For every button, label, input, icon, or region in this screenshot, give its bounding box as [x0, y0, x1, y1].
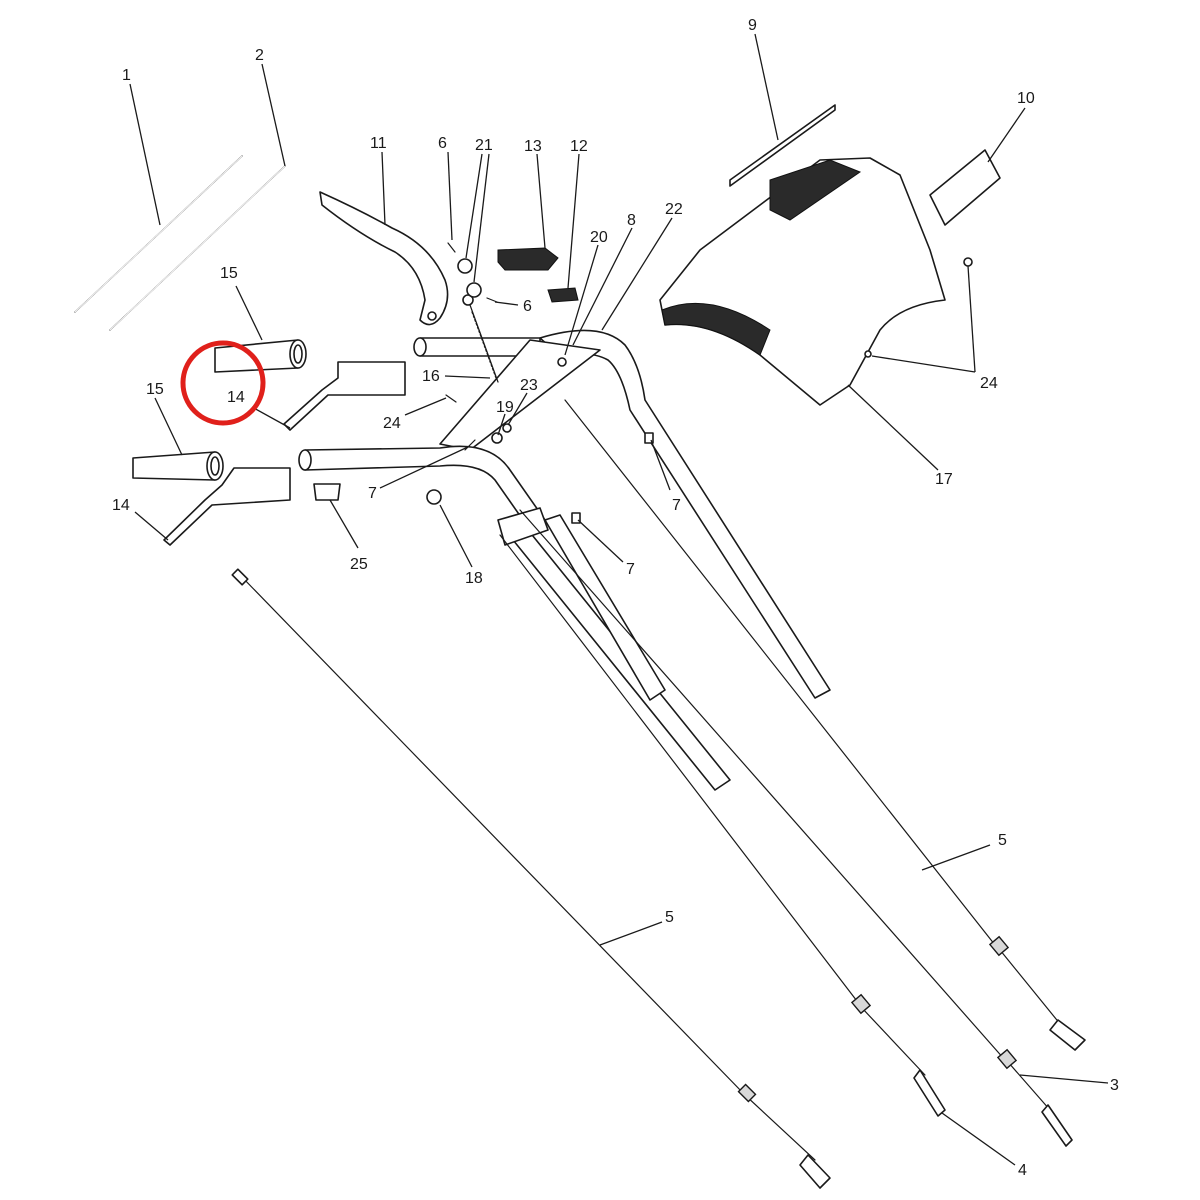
washer-part-19 [491, 432, 503, 444]
decal-part-9 [729, 104, 836, 187]
washer-part-21 [457, 258, 482, 298]
cable-part-4 [499, 534, 946, 1117]
callout-23: 23 [520, 377, 538, 394]
callout-11: 11 [370, 135, 387, 152]
screw-part-23 [502, 423, 512, 433]
decal-part-10 [929, 149, 1001, 226]
lever-part-11 [319, 191, 449, 326]
callout-19: 19 [496, 399, 514, 416]
callout-labels: 1 2 3 4 5 5 6 6 7 7 7 8 9 10 11 12 13 14… [112, 17, 1119, 1179]
bolt-part-25 [313, 483, 341, 501]
nut-part-20 [557, 357, 567, 367]
screw-part-24-left [445, 394, 457, 403]
callout-6-side: 6 [523, 298, 532, 315]
callout-12: 12 [570, 138, 588, 155]
bolt-part-18 [426, 489, 442, 505]
callout-17: 17 [935, 471, 953, 488]
callout-5-left: 5 [665, 909, 674, 926]
cable-part-3 [519, 509, 1073, 1147]
callout-8: 8 [627, 212, 636, 229]
callout-24-right: 24 [980, 375, 998, 392]
spring-part-16 [462, 294, 499, 383]
callout-2: 2 [255, 47, 264, 64]
callout-1: 1 [122, 67, 131, 84]
callout-6-top: 6 [438, 135, 447, 152]
callout-7-lower: 7 [626, 561, 635, 578]
callout-7-left: 7 [368, 485, 377, 502]
clip-part-7 [464, 432, 654, 524]
callout-16: 16 [422, 368, 440, 385]
callout-14-upper: 14 [227, 389, 245, 406]
rod-part-1 [74, 155, 243, 313]
callout-20: 20 [590, 229, 608, 246]
callout-13: 13 [524, 138, 542, 155]
callout-7-right: 7 [672, 497, 681, 514]
leader-lines [129, 33, 1109, 1166]
clip-part-12 [547, 287, 579, 303]
cable-part-5-right [564, 399, 1086, 1051]
callout-14-lower: 14 [112, 497, 130, 514]
callout-21: 21 [475, 137, 493, 154]
cover-part-17 [659, 157, 973, 406]
callout-9: 9 [748, 17, 757, 34]
callout-24-left: 24 [383, 415, 401, 432]
latch-part-13 [497, 247, 559, 271]
lever-part-14-upper [283, 361, 406, 431]
callout-15-lower: 15 [146, 381, 164, 398]
callout-25: 25 [350, 556, 368, 573]
grip-part-15-lower [132, 451, 224, 481]
cable-part-5-left [231, 568, 831, 1189]
grip-part-15-upper [214, 339, 307, 373]
callout-18: 18 [465, 570, 483, 587]
highlight-circle [180, 340, 266, 426]
callout-10: 10 [1017, 90, 1035, 107]
rod-part-2 [109, 165, 286, 331]
handle-frame-part-22 [298, 329, 831, 791]
callout-15-upper: 15 [220, 265, 238, 282]
callout-4: 4 [1018, 1162, 1027, 1179]
pin-part-6 [447, 242, 498, 303]
callout-3: 3 [1110, 1077, 1119, 1094]
callout-5-right: 5 [998, 832, 1007, 849]
lever-part-14-lower [163, 467, 291, 546]
callout-22: 22 [665, 201, 683, 218]
